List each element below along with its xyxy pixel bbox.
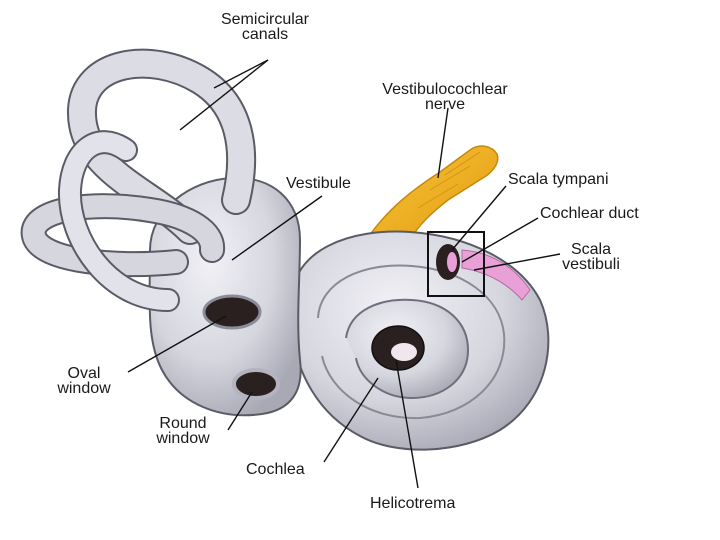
label-semicircular-canals: Semicircular canals (220, 11, 309, 43)
cross-section-box (427, 231, 485, 297)
label-scala-tympani: Scala tympani (508, 171, 609, 188)
label-round-window: Round window (156, 415, 210, 447)
leader-lines (127, 59, 561, 489)
label-vestibule: Vestibule (286, 175, 351, 192)
vestibulocochlear-nerve-shape (370, 145, 499, 241)
label-scala-vestibuli: Scala vestibuli (562, 241, 620, 273)
label-cochlear-duct: Cochlear duct (540, 205, 639, 222)
semicircular-canals-shape (20, 48, 257, 312)
label-helicotrema: Helicotrema (370, 495, 456, 512)
label-oval-window: Oval window (57, 365, 111, 397)
round-window-shape (232, 368, 280, 400)
label-cochlea: Cochlea (246, 461, 305, 478)
label-vestibulocochlear-nerve: Vestibulocochlear nerve (382, 81, 508, 113)
cochlear-duct-shape (461, 249, 531, 301)
